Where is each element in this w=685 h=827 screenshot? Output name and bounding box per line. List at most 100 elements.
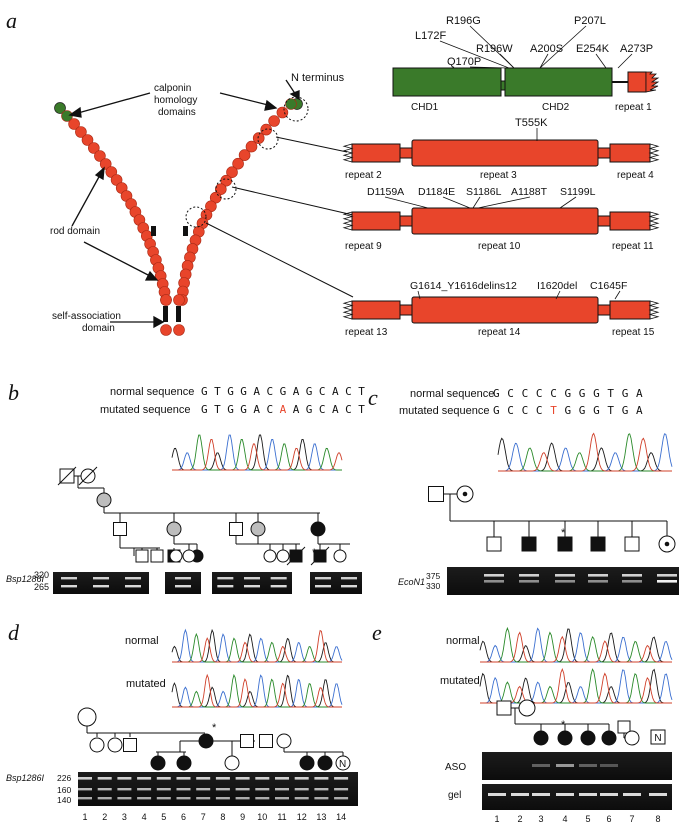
rod-domain-label: rod domain (50, 226, 100, 237)
male (496, 700, 512, 716)
gel-band (97, 788, 112, 791)
gel-band (314, 797, 329, 800)
female (263, 549, 277, 563)
lane-number: 3 (122, 812, 127, 822)
d-size-226: 226 (57, 773, 71, 783)
gel-band (334, 797, 349, 800)
lane-number: 8 (220, 812, 225, 822)
row-chd: R196G P207L L172F R196W A200S E254K A273… (392, 15, 660, 113)
gel-band (217, 585, 234, 588)
carrier-dot (462, 491, 468, 497)
svg-text:P207L: P207L (574, 15, 606, 27)
male (486, 536, 502, 552)
female (518, 699, 536, 717)
lane-number: 2 (102, 812, 107, 822)
gel-band (235, 797, 250, 800)
gel-band (156, 777, 171, 780)
gel-band (649, 793, 667, 796)
aso-band (600, 764, 618, 767)
gel-band (61, 585, 77, 588)
chd1-box (392, 67, 502, 97)
svg-text:calponin: calponin (154, 83, 191, 94)
sequence-letter: A (332, 385, 339, 398)
sequence-letter: G (593, 387, 600, 400)
svg-text:A273P: A273P (620, 43, 653, 55)
b-pedigree: * (57, 466, 350, 566)
c-mutated-label: mutated sequence (399, 405, 490, 417)
gel-block (53, 572, 149, 594)
trace-line (172, 673, 342, 708)
proband-star: * (561, 719, 566, 731)
gel-band (275, 788, 289, 791)
sequence-letter: G (622, 404, 629, 417)
female (624, 730, 640, 746)
rod-bead (173, 294, 185, 306)
e-normal-label: normal (446, 635, 480, 647)
svg-text:repeat 4: repeat 4 (617, 170, 654, 181)
rod-bead (232, 157, 244, 170)
linker (399, 215, 413, 227)
gel-band (217, 577, 234, 580)
trace-line (480, 669, 673, 704)
gel-band (270, 577, 287, 580)
sequence-letter: G (227, 385, 234, 398)
central-repeat (411, 207, 599, 235)
gel-band (556, 793, 574, 796)
panel-c-letter: c (368, 385, 378, 410)
female (299, 755, 315, 771)
repeat-zigzag (648, 300, 660, 320)
proband-star: * (212, 722, 217, 734)
right-repeat (609, 143, 651, 163)
d-enzyme-label: Bsp1286I (6, 773, 45, 783)
rod-bead (88, 142, 100, 154)
gel-band (294, 797, 309, 800)
gel-band (255, 797, 270, 800)
male (150, 549, 164, 563)
c-normal-label: normal sequence (410, 388, 494, 400)
gel-band (117, 777, 132, 780)
gel-band (78, 777, 92, 780)
linker (597, 215, 611, 227)
lane-number: 9 (240, 812, 245, 822)
hinge (151, 226, 156, 236)
male (240, 734, 254, 748)
female (107, 737, 123, 753)
b-gels (53, 572, 362, 594)
self-association-label: self-association domain (52, 311, 121, 334)
gel-block (165, 572, 201, 594)
lane-number: 4 (562, 814, 567, 824)
lane-number: 7 (629, 814, 634, 824)
female (198, 733, 214, 749)
gel-band (255, 788, 270, 791)
row-repeats-2-4: T555K repeat 2 repeat 3 repeat 4 (345, 117, 654, 181)
svg-text:domain: domain (82, 323, 115, 334)
sequence-letter: G (565, 404, 572, 417)
repeat-row (342, 139, 660, 167)
female (580, 730, 596, 746)
gel-band (314, 777, 329, 780)
e-aso-label: ASO (445, 762, 466, 773)
d-size-140: 140 (57, 795, 71, 805)
svg-text:S1199L: S1199L (560, 186, 596, 198)
gel-band (532, 793, 550, 796)
female (317, 755, 333, 771)
d-mutated-label: mutated (126, 678, 166, 690)
gel-band (484, 574, 504, 577)
row-repeats-9-11: D1159A D1184E S1186L A1188T S1199L repea… (345, 186, 654, 252)
hinge (183, 226, 188, 236)
linker (597, 304, 611, 316)
lane-number: 8 (655, 814, 660, 824)
male (135, 549, 149, 563)
sequence-letter: A (636, 404, 643, 417)
sequence-letter: A (293, 403, 300, 416)
sequence-letter: G (579, 387, 586, 400)
e-gel (482, 752, 672, 810)
rod-bead (238, 149, 251, 161)
rod-bead (105, 166, 118, 178)
lane-number: 5 (585, 814, 590, 824)
female (310, 521, 326, 537)
sequence-letter: G (622, 387, 629, 400)
